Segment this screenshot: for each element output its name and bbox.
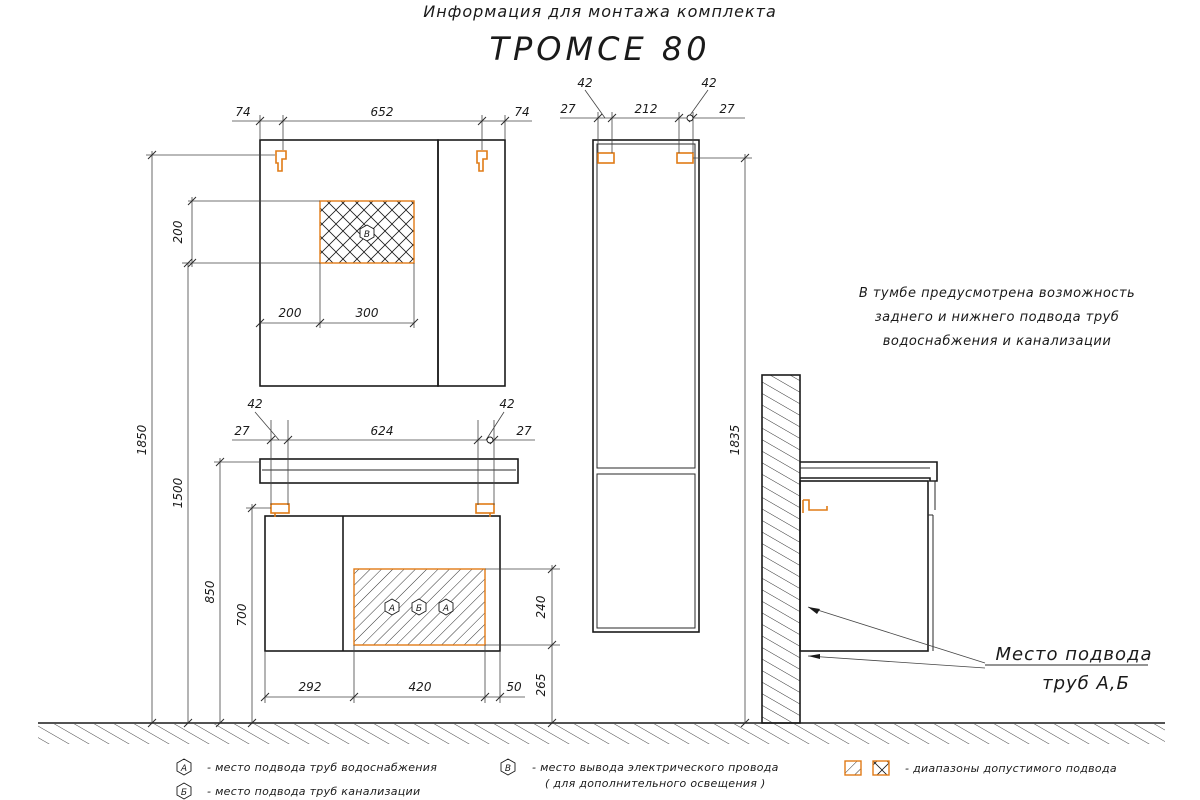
height-dimensions: 1850 1500 850 700 — [135, 150, 275, 728]
tall-cabinet-top-dimensions: 42 42 27 212 27 — [560, 76, 745, 153]
mirror-unit: В — [259, 139, 506, 387]
svg-text:В: В — [364, 230, 370, 240]
vanity-bracket-left — [270, 503, 290, 517]
mirror-zone-dimensions: 200 200 300 — [171, 196, 419, 328]
dim-mirror-zone-offset: 200 — [279, 306, 302, 320]
legend-sewer-text: - место подвода труб канализации — [207, 785, 420, 798]
dim-height-vanity-top: 850 — [203, 580, 217, 603]
dim-height-mirror-bottom: 1500 — [171, 477, 185, 508]
dim-tall-right: 27 — [719, 102, 735, 116]
callout-line-1: Место подвода — [995, 644, 1152, 665]
floor — [38, 722, 1165, 744]
dim-vanity-offset-left: 292 — [299, 680, 322, 694]
vanity-bracket-right — [475, 503, 495, 517]
dim-vanity-pipe-left: 42 — [247, 397, 262, 411]
dim-vanity-zone-width: 420 — [409, 680, 432, 694]
dim-vanity-pipe-right: 42 — [499, 397, 514, 411]
legend-electric-text: - место вывода электрического провода — [532, 761, 779, 774]
dim-tall-width: 212 — [635, 102, 658, 116]
vanity-zone-dimensions: 240 265 292 420 50 — [260, 564, 560, 728]
tall-bracket-left — [597, 152, 615, 164]
dim-vanity-zone-height: 240 — [534, 595, 548, 618]
vanity-top-dimensions: 42 42 27 624 27 — [232, 397, 535, 505]
legend-item-sewer: Б - место подвода труб канализации — [176, 782, 420, 800]
side-bracket — [802, 499, 828, 513]
svg-text:А: А — [442, 604, 449, 614]
legend-item-water: А - место подвода труб водоснабжения — [176, 758, 437, 776]
dim-tall-left: 27 — [560, 102, 576, 116]
dim-mirror-zone-height: 200 — [171, 220, 185, 243]
note-line-3: водоснабжения и канализации — [883, 334, 1112, 349]
svg-text:Б: Б — [416, 604, 422, 614]
dim-vanity-width: 624 — [371, 424, 394, 438]
legend-item-zones: - диапазоны допустимого подвода — [844, 760, 1117, 776]
electric-outlet-marker: В — [359, 224, 375, 242]
dim-height-tall-cabinet: 1835 — [728, 425, 742, 456]
tall-cabinet — [592, 139, 700, 633]
legend-zones-text: - диапазоны допустимого подвода — [905, 762, 1117, 775]
svg-text:Б: Б — [181, 788, 187, 798]
dim-vanity-right: 27 — [516, 424, 532, 438]
drawing-subtitle: Информация для монтажа комплекта — [423, 2, 777, 21]
mirror-top-dimensions: 74 652 74 — [232, 105, 532, 150]
dim-vanity-zone-bottom: 265 — [534, 674, 548, 697]
legend-water-text: - место подвода труб водоснабжения — [207, 761, 437, 774]
dim-height-vanity-mount: 700 — [235, 603, 249, 626]
legend-electric-text-2: ( для дополнительного освещения ) — [545, 777, 766, 790]
dim-mirror-right: 74 — [514, 105, 529, 119]
dim-tall-pipe-right: 42 — [701, 76, 716, 90]
legend: А - место подвода труб водоснабжения Б -… — [176, 758, 1117, 800]
dim-vanity-left: 27 — [234, 424, 250, 438]
installation-note: В тумбе предусмотрена возможность заднег… — [859, 286, 1135, 349]
dim-mirror-zone-width: 300 — [356, 306, 379, 320]
side-view — [761, 374, 1148, 724]
mount-hook-left — [275, 150, 287, 172]
svg-text:В: В — [505, 764, 511, 774]
dim-height-total: 1850 — [135, 424, 149, 455]
dim-mirror-left: 74 — [235, 105, 250, 119]
tall-bracket-right — [676, 152, 694, 164]
dim-vanity-offset-right: 50 — [506, 680, 522, 694]
note-line-1: В тумбе предусмотрена возможность — [859, 286, 1135, 301]
note-line-2: заднего и нижнего подвода труб — [875, 310, 1120, 325]
pipe-callout: Место подвода труб А,Б — [995, 644, 1152, 694]
dim-tall-pipe-left: 42 — [577, 76, 592, 90]
tall-cabinet-height-dimension: 1835 — [693, 153, 752, 728]
dim-mirror-width: 652 — [371, 105, 394, 119]
callout-line-2: труб А,Б — [1042, 673, 1130, 694]
legend-item-electric: В - место вывода электрического провода … — [500, 758, 779, 790]
svg-text:А: А — [180, 764, 187, 774]
mount-hook-right — [476, 150, 488, 172]
vanity-unit: А Б А — [259, 458, 519, 652]
plumbing-markers: А Б А — [384, 598, 454, 616]
svg-text:А: А — [388, 604, 395, 614]
drawing-title: ТРОМСЕ 80 — [489, 30, 710, 68]
